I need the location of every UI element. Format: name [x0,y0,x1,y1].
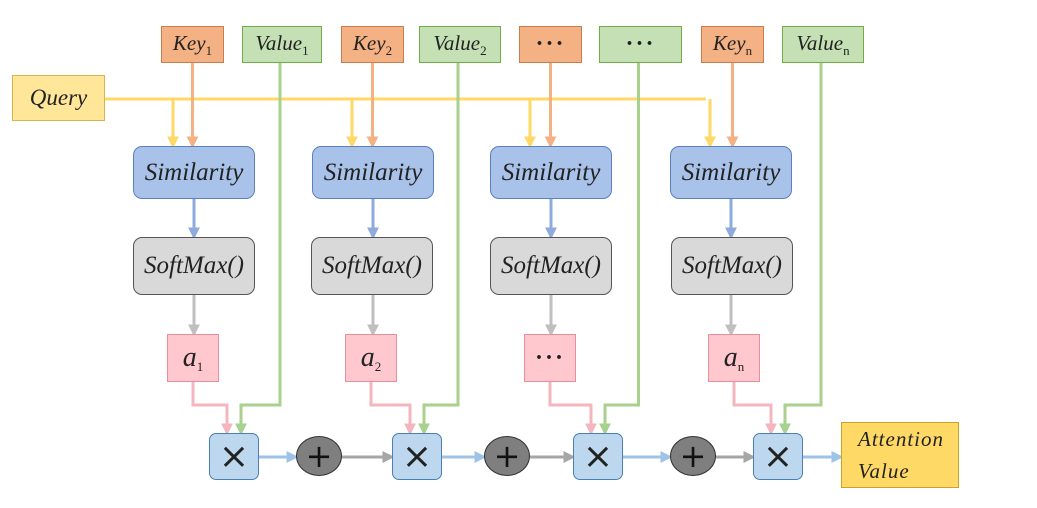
multiply-icon: × [218,436,250,477]
multiply-node-2: × [392,433,442,480]
softmax-block-4: SoftMax() [671,237,793,295]
multiply-icon: × [401,436,433,477]
value-arrow-1 [235,63,282,436]
weight-box-2-base: a [360,341,375,373]
weight-box-2: a2 [345,334,397,382]
softmax-label: SoftMax() [501,252,601,279]
weight-box-3: ··· [524,334,576,382]
plus-icon: + [493,437,521,475]
key-box-4-label: Keyn [713,31,752,59]
softmax-block-1: SoftMax() [133,237,255,295]
weight-box-1-label: a1 [183,342,204,375]
value-box-1-base: Value [255,30,303,55]
plus-icon: + [679,437,707,475]
similarity-label: Similarity [323,158,423,186]
weight-box-2-subscript: 2 [374,358,382,374]
key-box-1-subscript: 1 [205,42,213,58]
key-box-4-base: Key [712,30,746,55]
weight-arrow-4 [732,382,777,436]
key-box-1-label: Key1 [173,31,212,59]
similarity-label: Similarity [501,158,601,186]
value-arrow-3 [599,63,640,436]
weight-box-1-subscript: 1 [196,358,204,374]
value-box-1-label: Value1 [255,31,308,59]
key-box-2: Key2 [341,26,404,63]
weight-box-3-label: ··· [534,344,565,371]
key-box-4: Keyn [701,26,764,63]
value-box-4-base: Value [796,30,844,55]
value-box-4: Valuen [782,26,864,63]
value-arrow-4 [779,63,823,436]
value-box-4-label: Valuen [796,31,849,59]
query-box: Query [12,75,105,121]
similarity-block-2: Similarity [312,146,434,199]
value-box-4-subscript: n [843,42,850,58]
key-box-1-base: Key [172,30,206,55]
multiply-icon: × [762,436,794,477]
attention-value-line1: Attention [858,427,944,451]
weight-box-2-label: a2 [361,342,382,375]
multiply-node-1: × [209,433,259,480]
value-arrow-2 [418,63,460,436]
value-box-3-label: ··· [625,31,656,57]
weight-arrow-2 [369,382,416,436]
weight-box-4-base: a [723,341,738,373]
key-box-2-base: Key [352,30,386,55]
similarity-block-3: Similarity [490,146,612,199]
weight-box-4: an [708,334,760,382]
value-box-2-base: Value [433,30,481,55]
weight-box-4-label: an [724,342,745,375]
softmax-block-2: SoftMax() [311,237,433,295]
add-node-1: + [296,436,342,476]
value-box-1: Value1 [242,26,322,63]
add-node-2: + [484,436,530,476]
softmax-block-3: SoftMax() [490,237,612,295]
value-box-2-subscript: 2 [480,42,487,58]
key-box-2-label: Key2 [353,31,392,59]
value-box-2: Value2 [419,26,501,63]
similarity-label: Similarity [144,158,244,186]
softmax-label: SoftMax() [322,252,422,279]
softmax-label: SoftMax() [144,252,244,279]
query-label: Query [29,85,88,110]
value-box-1-subscript: 1 [302,42,309,58]
add-node-3: + [670,436,716,476]
similarity-block-1: Similarity [133,146,255,199]
key-box-3: ··· [519,26,582,63]
weight-box-4-subscript: n [737,358,745,374]
key-box-3-label: ··· [535,31,566,57]
multiply-node-4: × [753,433,803,480]
similarity-block-4: Similarity [670,146,792,199]
similarity-label: Similarity [681,158,781,186]
key-box-1: Key1 [161,26,224,63]
weight-arrow-3 [548,382,597,436]
attention-value-line2: Value [858,459,910,483]
value-box-2-label: Value2 [433,31,486,59]
weight-box-1-base: a [182,341,197,373]
key-box-4-subscript: n [745,42,753,58]
multiply-node-3: × [573,433,623,480]
plus-icon: + [305,437,333,475]
key-box-2-subscript: 2 [385,42,393,58]
weight-box-1: a1 [167,334,219,382]
value-box-3: ··· [599,26,682,63]
multiply-icon: × [582,436,614,477]
attention-value-box: Attention Value [841,422,959,488]
softmax-label: SoftMax() [682,252,782,279]
weight-arrow-1 [191,382,233,436]
